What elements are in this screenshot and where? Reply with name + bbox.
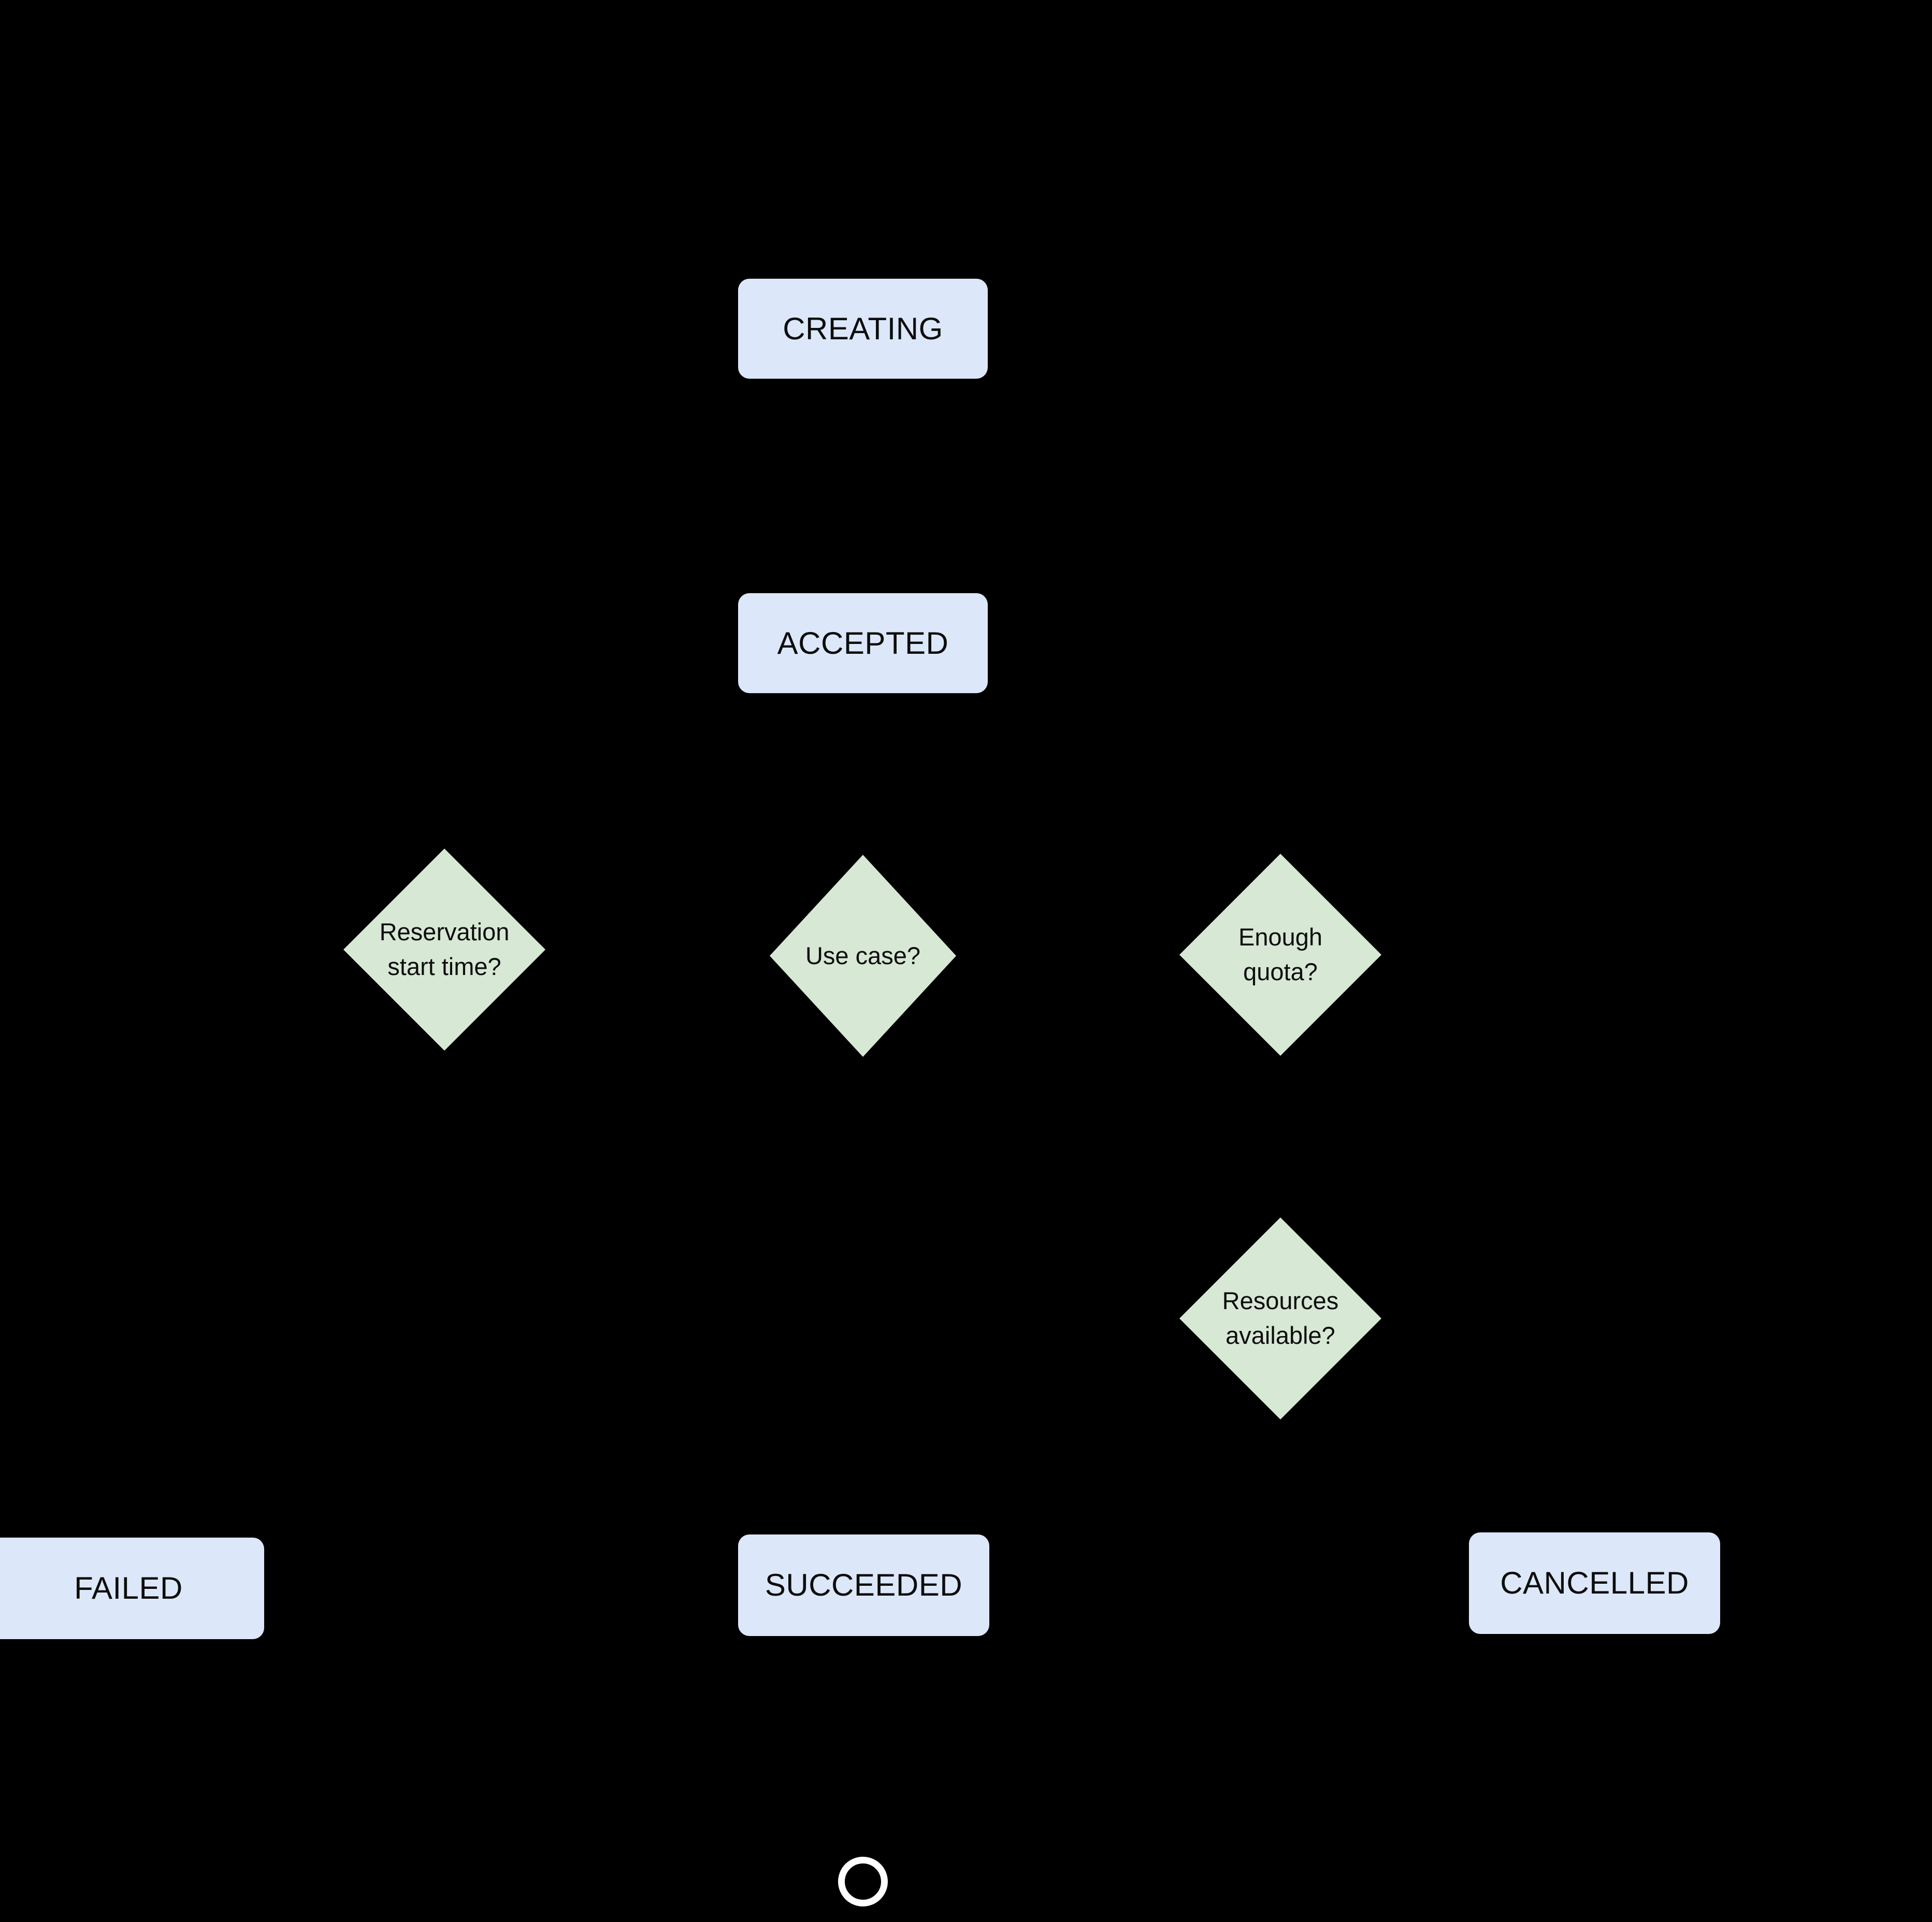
decision-label-reservation-start-time: Reservation start time? <box>379 918 510 980</box>
state-label-accepted: ACCEPTED <box>777 625 949 661</box>
decision-node-enough-quota[interactable]: Enough quota? <box>1179 854 1381 1056</box>
decision-node-resources-available[interactable]: Resources available? <box>1179 1217 1381 1419</box>
edge-accepted-to-reservation-start-time <box>443 693 864 849</box>
state-label-succeeded: SUCCEEDED <box>765 1568 963 1602</box>
edge-reservation-start-time-to-failed <box>114 1051 446 1538</box>
state-label-creating: CREATING <box>783 311 943 346</box>
edge-resources-available-to-cancelled <box>1279 1419 1596 1532</box>
state-label-failed: FAILED <box>74 1571 183 1605</box>
state-node-accepted[interactable]: ACCEPTED <box>738 593 988 693</box>
edge-accepted-to-enough-quota <box>861 693 1282 854</box>
state-node-succeeded[interactable]: SUCCEEDED <box>738 1534 989 1636</box>
decision-label-use-case: Use case? <box>805 941 921 969</box>
state-label-cancelled: CANCELLED <box>1500 1566 1689 1600</box>
state-node-creating[interactable]: CREATING <box>738 279 988 379</box>
decision-label-resources-available: Resources available? <box>1222 1287 1339 1349</box>
state-node-failed[interactable]: FAILED <box>0 1538 264 1639</box>
terminal-end-circle-icon[interactable] <box>838 1857 888 1906</box>
decision-node-reservation-start-time[interactable]: Reservation start time? <box>343 849 545 1051</box>
state-node-cancelled[interactable]: CANCELLED <box>1469 1532 1720 1634</box>
decision-label-enough-quota: Enough quota? <box>1238 923 1323 985</box>
decision-node-use-case[interactable]: Use case? <box>770 855 956 1057</box>
